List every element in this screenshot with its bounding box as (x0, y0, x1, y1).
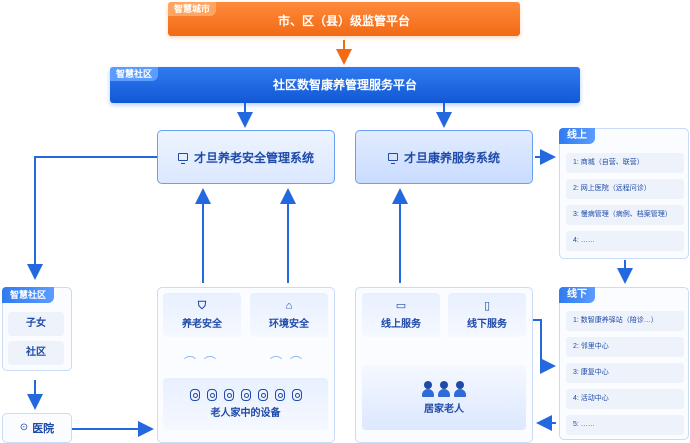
offline-item: 1: 数智康养驿站（陪诊…） (566, 311, 684, 331)
offline-tag: 线下 (559, 287, 595, 303)
wifi-icon: ︵︵ (270, 347, 311, 361)
community-tag: 智慧社区 (2, 287, 55, 303)
offline-item: 5: …… (566, 415, 684, 435)
home-elders-card: 居家老人 (362, 365, 526, 430)
elder-figure (421, 380, 435, 397)
sensor-icon (257, 389, 268, 401)
community-item-community: 社区 (8, 341, 64, 365)
elder-figure (453, 380, 467, 397)
device-icons (189, 389, 302, 401)
offline-item: 2: 邻里中心 (566, 337, 684, 357)
env-safety-card: ⌂ 环境安全 (250, 293, 328, 337)
city-tag: 智慧城市 (168, 2, 217, 16)
sensor-icon (189, 389, 200, 401)
sensor-icon (240, 389, 251, 401)
home-elders-label: 居家老人 (424, 403, 464, 415)
home-devices-card: 老人家中的设备 (163, 378, 328, 430)
hospital-label: 医院 (32, 423, 55, 435)
elder-safety-system-label: 才旦养老安全管理系统 (193, 150, 314, 165)
monitor-icon (387, 153, 398, 164)
health-service-system-box: 才旦康养服务系统 (355, 130, 533, 184)
online-service-card: ▭ 线上服务 (362, 293, 440, 337)
sensor-icon (274, 389, 285, 401)
online-item: 4: …… (566, 231, 684, 251)
sensor-icon (206, 389, 217, 401)
elders-icon (421, 380, 467, 397)
online-service-label: 线上服务 (381, 319, 421, 330)
online-tag: 线上 (559, 128, 595, 144)
offline-item: 3: 康复中心 (566, 363, 684, 383)
offline-item: 4: 活动中心 (566, 389, 684, 409)
home-icon: ⌂ (285, 300, 293, 312)
city-platform-bar (168, 2, 520, 36)
community-item-children: 子女 (8, 312, 64, 336)
wifi-icon: ︵︵ (184, 347, 225, 361)
elder-safety-card: ⛉ 养老安全 (163, 293, 241, 337)
sensor-icon (291, 389, 302, 401)
hospital-box: ⊙ 医院 (2, 413, 72, 443)
platform-tag: 智慧社区 (110, 67, 159, 81)
location-icon: ⊙ (19, 422, 29, 433)
community-platform-title: 社区数智康养管理服务平台 (272, 78, 417, 92)
phone-icon: ▯ (483, 300, 491, 312)
elder-safety-label: 养老安全 (182, 319, 222, 330)
city-platform-title: 市、区（县）级监管平台 (277, 14, 410, 28)
monitor-icon (177, 153, 188, 164)
shield-icon: ⛉ (197, 300, 207, 312)
offline-service-card: ▯ 线下服务 (448, 293, 526, 337)
elder-figure (437, 380, 451, 397)
env-safety-label: 环境安全 (269, 319, 309, 330)
online-item: 1: 商城（自营、联营） (566, 153, 684, 173)
community-platform-bar (110, 67, 580, 103)
monitor-icon: ▭ (395, 300, 407, 312)
home-devices-label: 老人家中的设备 (210, 408, 281, 419)
arrow-left-system-to-community (27, 156, 157, 280)
elder-safety-system-box: 才旦养老安全管理系统 (157, 130, 335, 184)
health-service-system-label: 才旦康养服务系统 (403, 150, 500, 165)
sensor-icon (223, 389, 234, 401)
online-item: 2: 网上医院（远程问诊） (566, 179, 684, 199)
online-item: 3: 慢病管理（病例、档案管理） (566, 205, 684, 225)
offline-service-label: 线下服务 (467, 319, 507, 330)
